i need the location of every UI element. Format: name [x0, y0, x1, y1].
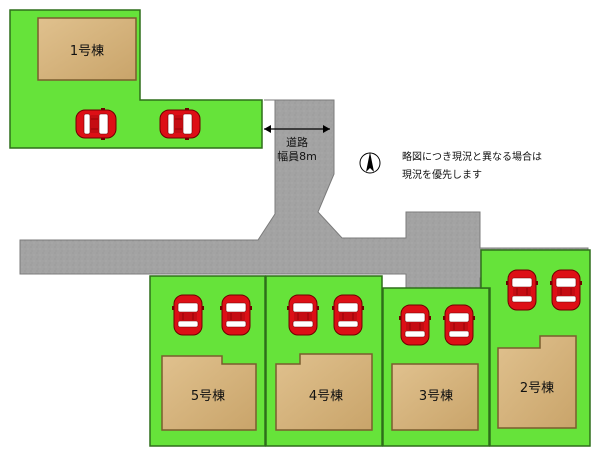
road-width-marker: 道路 幅員8m: [264, 125, 330, 163]
north-arrow-icon: [359, 152, 381, 174]
note-line-1: 略図につき現況と異なる場合は: [402, 150, 542, 163]
building-4: 4号棟: [275, 353, 373, 431]
car-icon: [75, 107, 117, 141]
building-4-label: 4号棟: [309, 389, 343, 404]
car-icon: [219, 294, 253, 336]
car-icon: [171, 294, 205, 336]
road-name-label: 道路: [286, 135, 308, 149]
car-icon: [442, 304, 476, 346]
car-icon: [159, 107, 201, 141]
car-icon: [331, 294, 365, 336]
car-icon: [549, 269, 583, 311]
building-3: 3号棟: [391, 363, 479, 431]
building-5-label: 5号棟: [191, 389, 225, 404]
building-5: 5号棟: [161, 355, 257, 431]
note: 略図につき現況と異なる場合は 現況を優先します: [402, 150, 542, 181]
car-icon: [398, 304, 432, 346]
building-1-label: 1号棟: [70, 44, 104, 59]
building-3-label: 3号棟: [419, 389, 453, 404]
building-2-label: 2号棟: [520, 381, 554, 396]
building-1: 1号棟: [37, 17, 137, 81]
car-icon: [286, 294, 320, 336]
car-icon: [505, 269, 539, 311]
note-line-2: 現況を優先します: [402, 168, 482, 181]
building-2: 2号棟: [497, 335, 577, 429]
road-width-label: 幅員8m: [277, 150, 317, 163]
